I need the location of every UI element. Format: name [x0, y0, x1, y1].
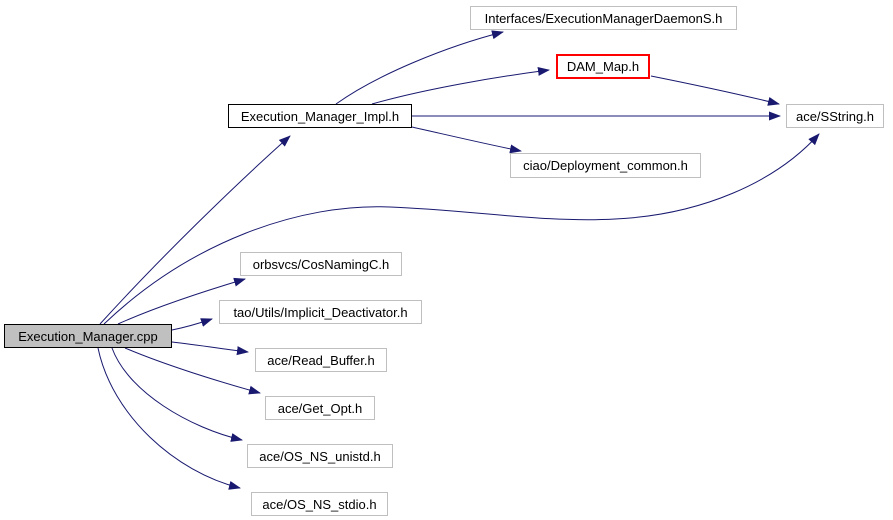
node-ciao[interactable]: ciao/Deployment_common.h — [510, 153, 701, 178]
edge-impl-to-ciao — [411, 126, 522, 154]
edge-impl-to-interfaces — [335, 30, 504, 105]
edge-cpp-to-getopt — [124, 347, 261, 395]
node-readbuffer[interactable]: ace/Read_Buffer.h — [255, 348, 387, 372]
node-sstring[interactable]: ace/SString.h — [786, 104, 884, 128]
node-interfaces[interactable]: Interfaces/ExecutionManagerDaemonS.h — [470, 6, 737, 30]
edge-cpp-to-impl — [99, 135, 291, 325]
node-cpp: Execution_Manager.cpp — [4, 324, 172, 348]
node-unistd[interactable]: ace/OS_NS_unistd.h — [247, 444, 393, 468]
edge-cpp-to-sstring — [103, 133, 820, 325]
node-getopt[interactable]: ace/Get_Opt.h — [265, 396, 375, 420]
edge-cpp-to-stdio — [97, 347, 241, 490]
edge-cpp-to-readbuffer — [171, 341, 249, 356]
node-cosnaming[interactable]: orbsvcs/CosNamingC.h — [240, 252, 402, 276]
edge-cpp-to-cosnaming — [117, 277, 246, 325]
edge-cpp-to-tao — [171, 318, 213, 331]
node-tao[interactable]: tao/Utils/Implicit_Deactivator.h — [219, 300, 422, 324]
node-dam_map[interactable]: DAM_Map.h — [556, 54, 650, 79]
edge-cpp-to-unistd — [111, 347, 243, 442]
edge-impl-to-dam_map — [371, 66, 550, 105]
edge-dam_map-to-sstring — [650, 75, 780, 106]
node-impl[interactable]: Execution_Manager_Impl.h — [228, 104, 412, 128]
node-stdio[interactable]: ace/OS_NS_stdio.h — [251, 492, 388, 516]
